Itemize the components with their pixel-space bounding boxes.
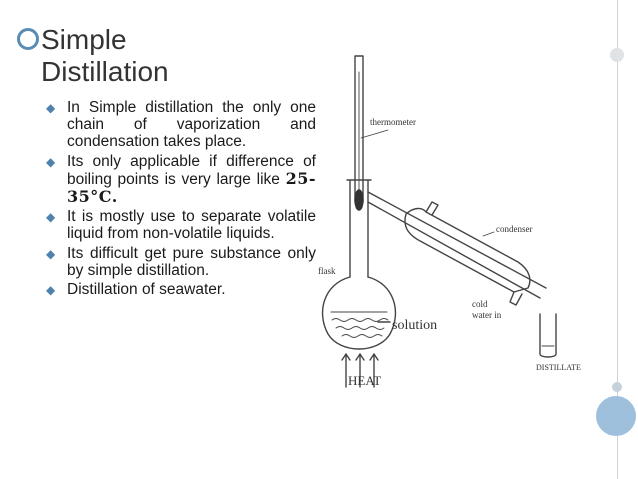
heat-arrows-icon — [341, 353, 379, 388]
bullet-item: Distillation of seawater. — [46, 281, 316, 298]
bullet-item: Its difficult get pure substance only by… — [46, 245, 316, 279]
bullet-text: In Simple distillation the only one chai… — [67, 99, 316, 151]
bullet-text: Its only applicable if difference of boi… — [67, 152, 316, 188]
label-flask: flask — [318, 266, 336, 276]
label-heat: HEAT — [348, 373, 381, 388]
right-border-line — [617, 0, 618, 479]
ring-bullet-icon — [17, 28, 39, 50]
label-cold-water: cold — [472, 299, 488, 309]
thermometer-bulb-icon — [354, 189, 364, 211]
bullet-emphasis: 25-35°C. — [67, 168, 316, 207]
title-line-2: Distillation — [41, 56, 169, 87]
bullet-item: In Simple distillation the only one chai… — [46, 99, 316, 151]
label-cold-water-2: water in — [472, 310, 502, 320]
thermometer-icon — [354, 55, 364, 203]
label-distillate: DISTILLATE — [536, 363, 581, 372]
condenser-icon — [404, 201, 531, 306]
decor-circle-top — [610, 48, 624, 62]
label-solution: solution — [392, 318, 437, 333]
title-line-1: Simple — [41, 24, 127, 55]
round-bottom-flask-icon — [321, 276, 397, 350]
title-text: Simple Distillation — [41, 24, 271, 88]
diamond-bullet-icon — [46, 212, 59, 222]
bullet-text: Its difficult get pure substance only by… — [67, 244, 316, 279]
label-thermometer: thermometer — [370, 117, 416, 127]
bullet-item: Its only applicable if difference of boi… — [46, 153, 316, 207]
bullet-list: In Simple distillation the only one chai… — [46, 99, 316, 300]
decor-circle-large — [596, 396, 636, 436]
label-condenser: condenser — [496, 224, 532, 234]
bullet-text: Distillation of seawater. — [67, 281, 226, 299]
diamond-bullet-icon — [46, 103, 59, 113]
diamond-bullet-icon — [46, 249, 59, 259]
bullet-item: It is mostly use to separate volatile li… — [46, 208, 316, 242]
receiving-beaker-icon — [539, 313, 557, 358]
solution-icon — [331, 318, 389, 338]
decor-circle-small — [612, 382, 622, 392]
diamond-bullet-icon — [46, 285, 59, 295]
bullet-text: It is mostly use to separate volatile li… — [67, 208, 316, 243]
distillation-diagram: thermometer condenser flask solution col… — [318, 55, 581, 388]
diamond-bullet-icon — [46, 157, 59, 167]
